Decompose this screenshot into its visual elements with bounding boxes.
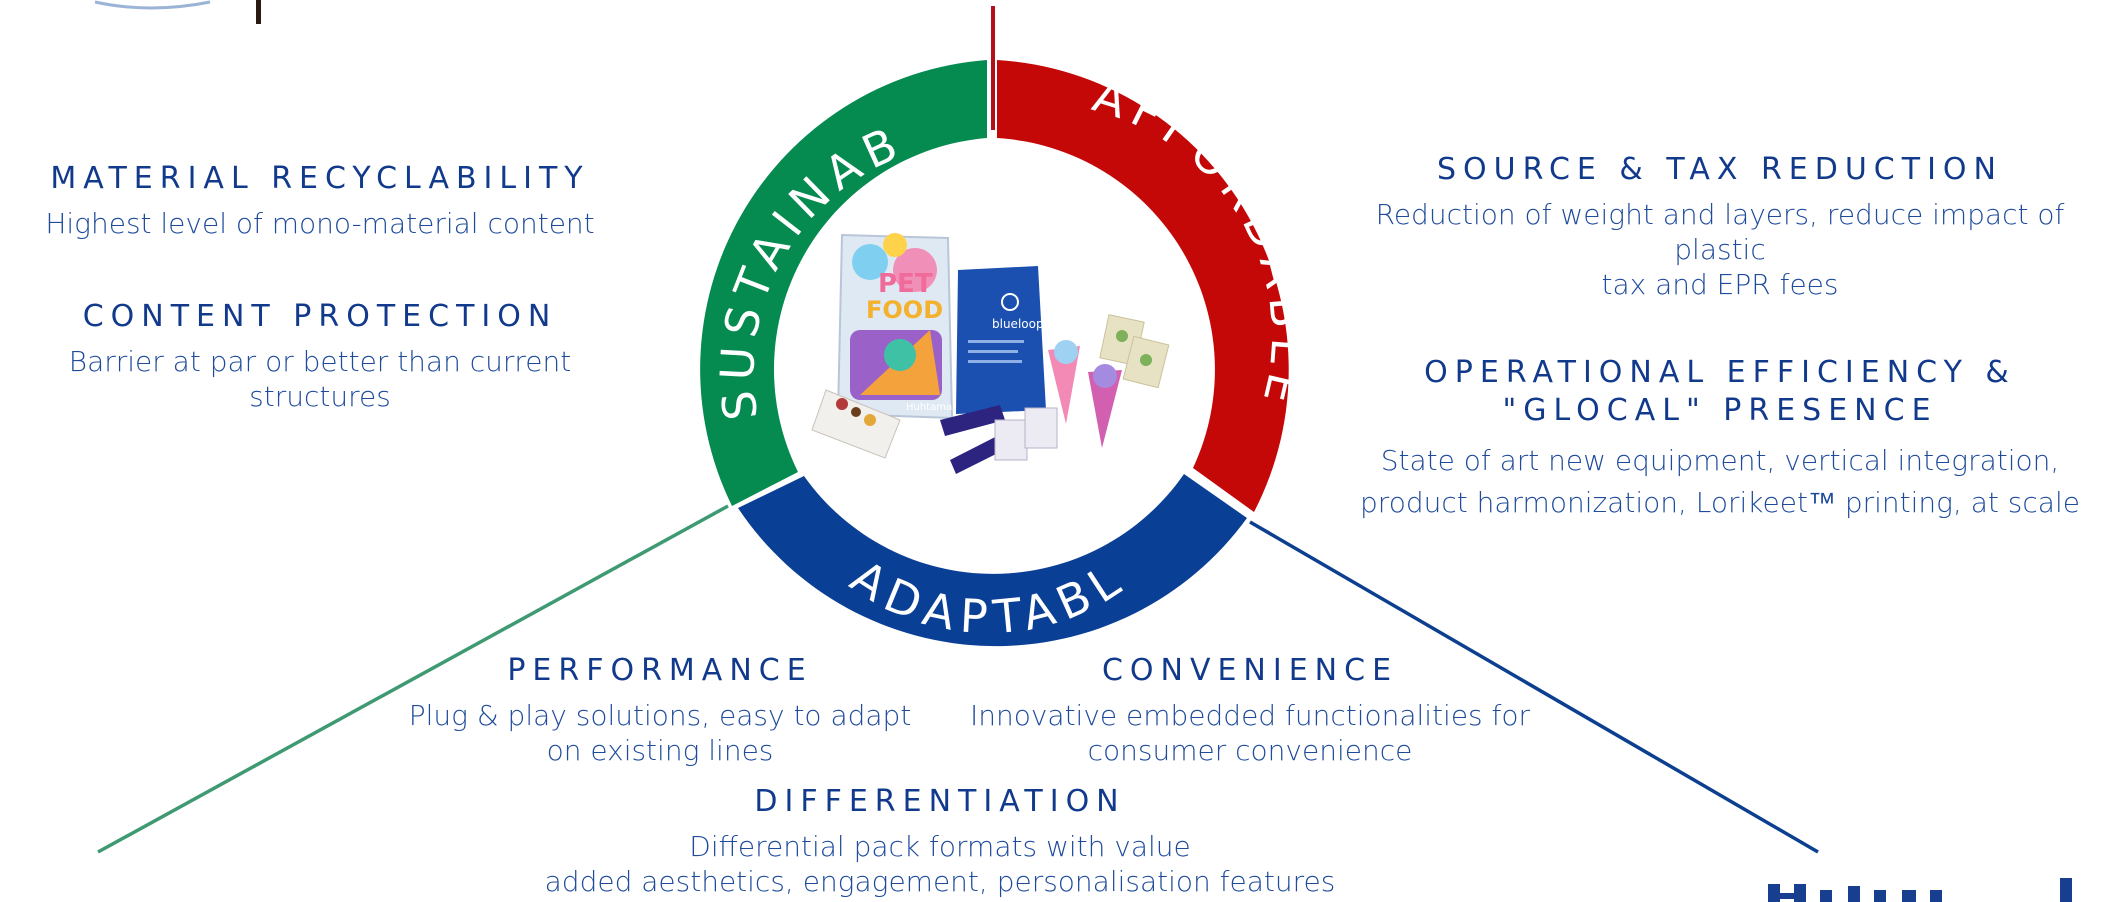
differentiation-title: DIFFERENTIATION [754, 784, 1126, 819]
operational-efficiency-title-line2: "GLOCAL" PRESENCE [1502, 392, 1938, 428]
differentiation-desc-line1: Differential pack formats with value [689, 829, 1191, 863]
ring-segment-adaptable [738, 474, 1247, 647]
blueloop-label: blueloop [992, 317, 1044, 331]
material-recyclability-title: MATERIAL RECYCLABILITY [50, 161, 590, 196]
source-tax-reduction-title: SOURCE & TAX REDUCTION [1437, 152, 2003, 187]
performance-desc-line1: Plug & play solutions, easy to adapt [408, 698, 912, 732]
blueloop-bag: blueloop [956, 266, 1046, 414]
brand-logo-fragment [1768, 878, 2072, 902]
partner-logo-fragment [94, 0, 261, 24]
content-protection-title: CONTENT PROTECTION [82, 299, 558, 334]
source-tax-reduction-desc-line2: tax and EPR fees [1601, 267, 1839, 301]
convenience-desc-line1: Innovative embedded functionalities for [969, 698, 1531, 732]
differentiation-block: DIFFERENTIATION Differential pack format… [540, 783, 1340, 899]
convenience-title: CONVENIENCE [1101, 653, 1399, 688]
content-protection-desc: Barrier at par or better than current st… [68, 344, 572, 413]
source-tax-reduction-desc-line1: Reduction of weight and layers, reduce i… [1375, 197, 2065, 266]
sachets-and-cones [994, 314, 1170, 461]
performance-block: PERFORMANCE Plug & play solutions, easy … [400, 652, 920, 768]
food-label: FOOD [866, 296, 943, 324]
performance-desc-line2: on existing lines [546, 733, 774, 767]
performance-title: PERFORMANCE [507, 653, 813, 688]
convenience-block: CONVENIENCE Innovative embedded function… [960, 652, 1540, 768]
operational-efficiency-title-line1: OPERATIONAL EFFICIENCY & [1424, 355, 2016, 390]
blue-connector-line [1249, 520, 1819, 854]
material-recyclability-desc: Highest level of mono-material content [45, 206, 595, 240]
convenience-desc-line2: consumer convenience [1087, 733, 1413, 767]
product-packaging-illustration: PET FOOD Huhtamaki blueloop [811, 233, 1170, 474]
pet-label: PET [878, 269, 933, 299]
operational-efficiency-desc-line1: State of art new equipment, vertical int… [1380, 444, 2060, 477]
green-connector-line [97, 504, 729, 854]
pouch-brand-label: Huhtamaki [906, 402, 961, 413]
source-tax-reduction-block: SOURCE & TAX REDUCTION Reduction of weig… [1340, 151, 2100, 302]
differentiation-desc-line2: added aesthetics, engagement, personalis… [544, 864, 1336, 898]
operational-efficiency-desc-line2: product harmonization, Lorikeet™ printin… [1360, 485, 2080, 519]
ring-segment-sustainable [700, 60, 987, 506]
material-recyclability-block: MATERIAL RECYCLABILITY Highest level of … [20, 160, 620, 241]
ring-segment-affordable [997, 60, 1289, 512]
content-protection-block: CONTENT PROTECTION Barrier at par or bet… [0, 298, 640, 414]
pet-food-pouch: PET FOOD Huhtamaki [836, 233, 961, 420]
operational-efficiency-block: OPERATIONAL EFFICIENCY & "GLOCAL" PRESEN… [1340, 354, 2100, 521]
